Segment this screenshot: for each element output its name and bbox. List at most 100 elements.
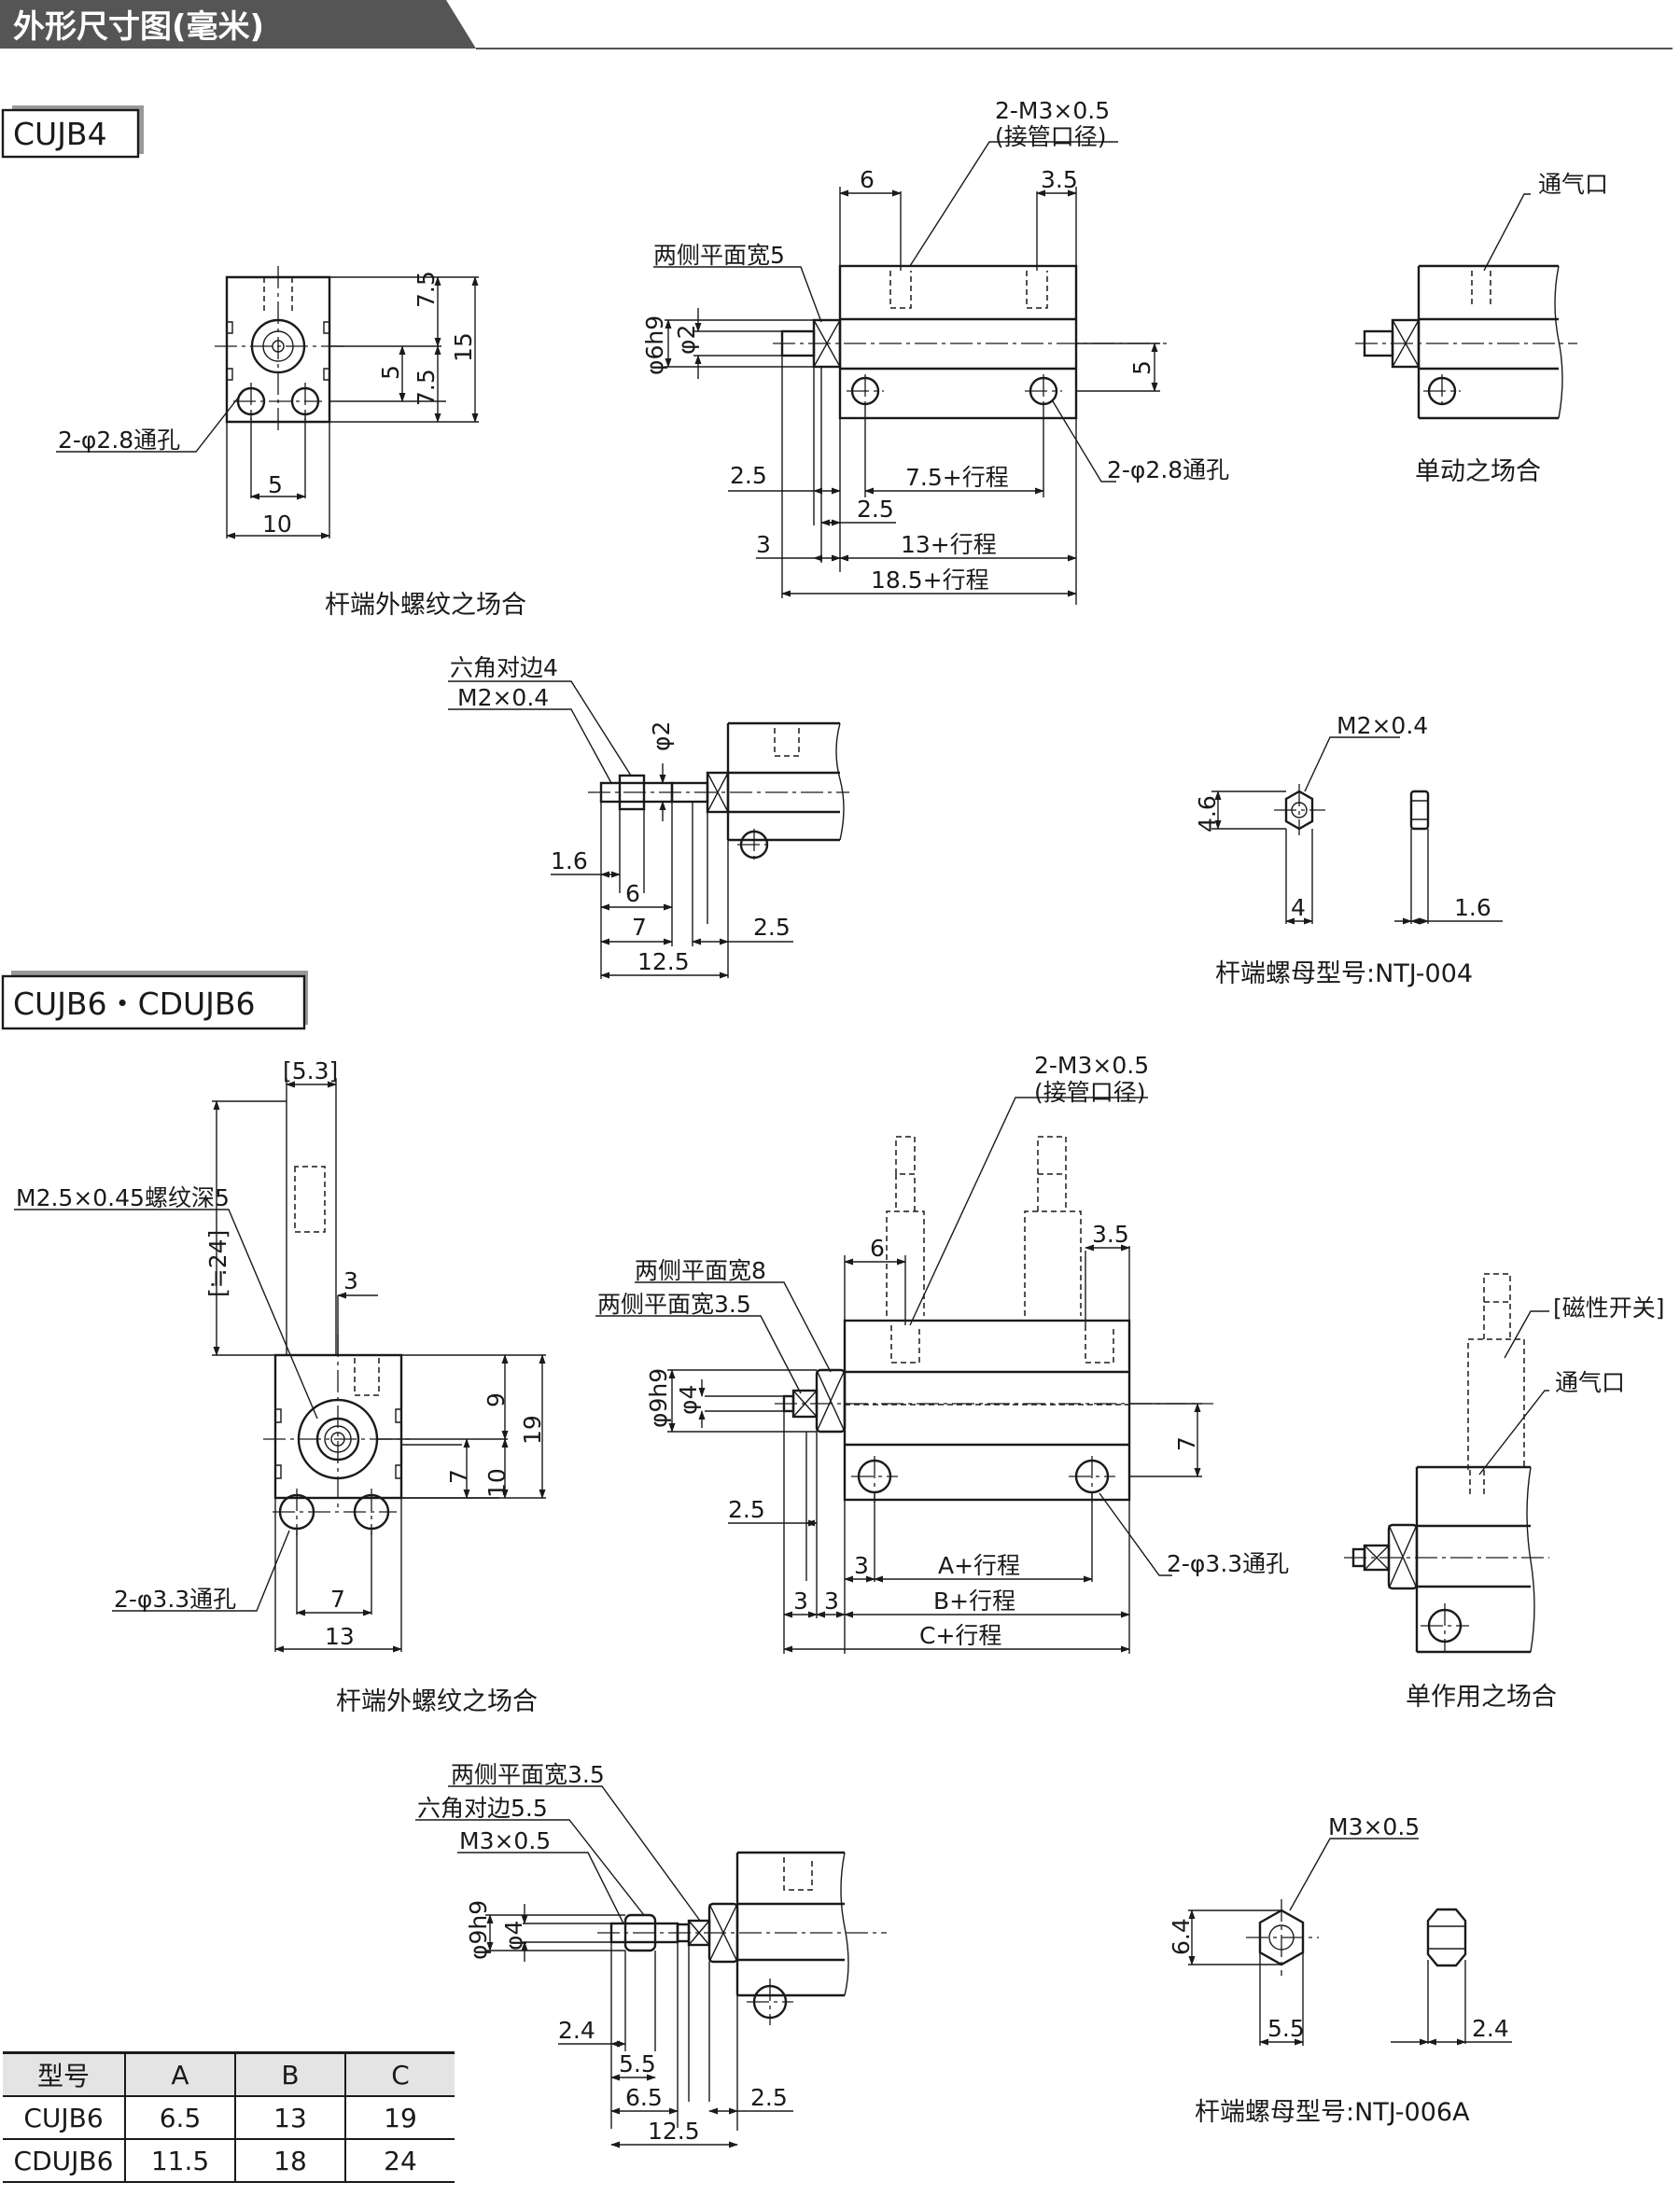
svg-text:CUJB4: CUJB4	[13, 116, 107, 152]
svg-text:φ2: φ2	[648, 721, 675, 751]
cujb6-rod-end-detail: 两侧平面宽3.5 六角对边5.5 M3×0.5 φ9h9 φ4 2.4 5.5 …	[415, 1761, 887, 2148]
caption-nut-ntj006a: 杆端螺母型号:NTJ-006A	[1195, 2098, 1470, 2127]
svg-text:5.5: 5.5	[619, 2050, 656, 2077]
caption-single-acting-6: 单作用之场合	[1406, 1683, 1557, 1712]
svg-text:[5.3]: [5.3]	[283, 1057, 338, 1084]
svg-text:13: 13	[325, 1623, 355, 1650]
svg-text:3: 3	[343, 1267, 358, 1294]
svg-text:两侧平面宽8: 两侧平面宽8	[635, 1257, 766, 1284]
svg-text:2.4: 2.4	[558, 2017, 595, 2044]
svg-text:φ9h9: φ9h9	[645, 1368, 672, 1428]
svg-text:6: 6	[625, 880, 640, 907]
svg-text:B+行程: B+行程	[933, 1588, 1015, 1615]
svg-text:1.6: 1.6	[1454, 894, 1491, 921]
caption-rod-thread: 杆端外螺纹之场合	[325, 591, 526, 620]
svg-text:2.5: 2.5	[753, 914, 791, 941]
svg-text:1.6: 1.6	[551, 847, 588, 874]
svg-text:CUJB6・CDUJB6: CUJB6・CDUJB6	[13, 986, 256, 1022]
svg-text:3: 3	[824, 1588, 839, 1615]
section-label-cujb4: CUJB4	[1, 105, 144, 159]
svg-text:7.5: 7.5	[413, 271, 440, 308]
svg-text:2.5: 2.5	[750, 2084, 788, 2111]
svg-text:4.6: 4.6	[1194, 795, 1221, 832]
svg-text:2.5: 2.5	[728, 1496, 765, 1523]
caption-rod-thread-6: 杆端外螺纹之场合	[336, 1687, 538, 1716]
svg-text:5.5: 5.5	[1267, 2015, 1305, 2042]
cujb4-end-view: 7.5 15 5 7.5 2-φ2.8通孔 5 10 杆端外螺纹之场合	[56, 266, 526, 620]
table-cell: 24	[344, 2139, 455, 2183]
svg-text:7: 7	[1173, 1436, 1200, 1451]
svg-text:2.5: 2.5	[857, 496, 894, 523]
svg-text:(接管口径): (接管口径)	[1034, 1079, 1146, 1106]
svg-text:通气口: 通气口	[1555, 1369, 1625, 1396]
table-row: CUJB6 6.5 13 19	[3, 2096, 455, 2140]
table-header: A	[124, 2051, 235, 2097]
svg-text:12.5: 12.5	[648, 2118, 700, 2145]
svg-text:5: 5	[268, 471, 283, 498]
svg-text:φ2: φ2	[673, 325, 700, 355]
table-cell: 19	[344, 2096, 455, 2140]
svg-text:5: 5	[377, 365, 404, 380]
svg-text:6: 6	[860, 166, 875, 193]
svg-text:2-M3×0.5: 2-M3×0.5	[1034, 1052, 1149, 1079]
table-header: C	[344, 2051, 455, 2097]
svg-text:M2×0.4: M2×0.4	[457, 684, 549, 711]
cujb4-rod-end-detail: 六角对边4 M2×0.4 φ2 1.6 6 7 2.5 12.5	[448, 654, 849, 979]
svg-text:3: 3	[756, 531, 771, 558]
svg-text:M2.5×0.45螺纹深5: M2.5×0.45螺纹深5	[16, 1184, 230, 1211]
svg-text:3: 3	[854, 1552, 869, 1579]
svg-text:两侧平面宽5: 两侧平面宽5	[653, 242, 785, 269]
svg-text:2.5: 2.5	[730, 462, 767, 489]
cujb6-single-acting-view: [磁性开关] 通气口 单作用之场合	[1344, 1273, 1665, 1712]
table-cell: 13	[234, 2096, 345, 2140]
svg-text:2-φ2.8通孔: 2-φ2.8通孔	[58, 427, 180, 454]
caption-nut-ntj004: 杆端螺母型号:NTJ-004	[1215, 959, 1473, 988]
svg-text:12.5: 12.5	[637, 948, 690, 975]
svg-text:4: 4	[1291, 894, 1306, 921]
cujb6-end-view: [5.3] M2.5×0.45螺纹深5 [≒24] 3 9 19 7 10 2-…	[14, 1057, 546, 1716]
svg-text:18.5+行程: 18.5+行程	[871, 566, 989, 594]
svg-text:两侧平面宽3.5: 两侧平面宽3.5	[451, 1761, 605, 1788]
svg-text:7: 7	[445, 1469, 472, 1484]
table-row: CDUJB6 11.5 18 24	[3, 2139, 455, 2183]
svg-text:A+行程: A+行程	[938, 1552, 1020, 1579]
table-header: B	[234, 2051, 345, 2097]
svg-text:六角对边5.5: 六角对边5.5	[417, 1795, 548, 1822]
svg-text:13+行程: 13+行程	[901, 531, 997, 558]
svg-text:7: 7	[632, 914, 647, 941]
svg-text:3: 3	[793, 1588, 808, 1615]
table-header: 型号	[3, 2051, 125, 2097]
svg-text:6: 6	[870, 1235, 885, 1262]
table-cell: CDUJB6	[3, 2139, 125, 2183]
svg-text:6.5: 6.5	[625, 2084, 663, 2111]
svg-text:10: 10	[483, 1468, 511, 1498]
nut-ntj-004: M2×0.4 4.6 4 1.6 杆端螺母型号:NTJ-004	[1194, 712, 1503, 988]
svg-text:7.5+行程: 7.5+行程	[905, 464, 1009, 491]
table-cell: CUJB6	[3, 2096, 125, 2140]
svg-text:6.4: 6.4	[1168, 1918, 1195, 1955]
svg-text:2.4: 2.4	[1472, 2015, 1509, 2042]
svg-text:2-M3×0.5: 2-M3×0.5	[995, 97, 1110, 124]
page-title: 外形尺寸图(毫米)	[13, 8, 264, 46]
svg-text:六角对边4: 六角对边4	[450, 654, 558, 681]
svg-text:[≒24]: [≒24]	[204, 1230, 231, 1297]
svg-text:7: 7	[330, 1586, 345, 1613]
cujb4-single-acting-view: 通气口 单动之场合	[1355, 171, 1608, 486]
section-label-cujb6: CUJB6・CDUJB6	[1, 971, 308, 1030]
svg-text:15: 15	[450, 332, 477, 362]
table-cell: 6.5	[124, 2096, 235, 2140]
cujb4-side-view: 2-M3×0.5 (接管口径) 6 3.5 两侧平面宽5 φ6h9 φ2 5 2…	[641, 97, 1229, 605]
svg-text:2-φ3.3通孔: 2-φ3.3通孔	[1167, 1550, 1289, 1577]
svg-text:7.5: 7.5	[413, 369, 440, 406]
svg-text:19: 19	[519, 1415, 546, 1445]
svg-text:[磁性开关]: [磁性开关]	[1553, 1294, 1665, 1322]
svg-text:φ9h9: φ9h9	[465, 1900, 492, 1960]
svg-text:φ4: φ4	[500, 1921, 527, 1951]
table-cell: 18	[234, 2139, 345, 2183]
header-banner: 外形尺寸图(毫米)	[0, 0, 1673, 49]
svg-text:5: 5	[1128, 360, 1155, 375]
svg-text:10: 10	[262, 511, 292, 538]
svg-text:(接管口径): (接管口径)	[995, 123, 1107, 150]
svg-text:3.5: 3.5	[1092, 1221, 1129, 1248]
